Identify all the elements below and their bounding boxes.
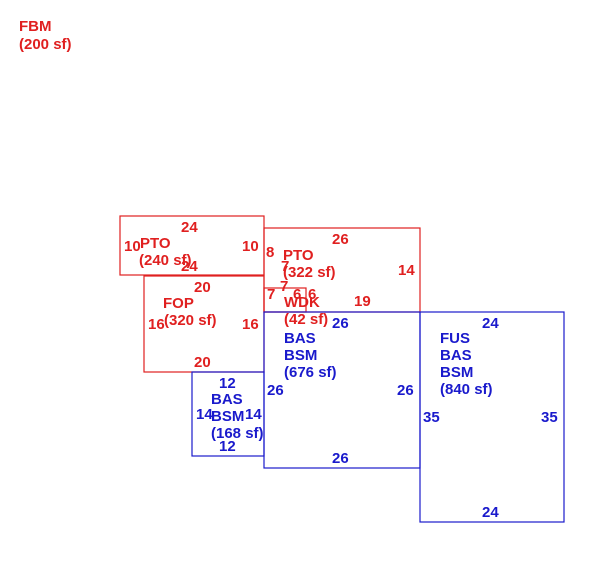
- pto-right-left-lower-dim: 7: [281, 258, 289, 275]
- fus-label-3: BSM: [440, 364, 473, 381]
- fus-right-dim: 35: [541, 409, 558, 426]
- pto-left-area: (240 sf): [139, 252, 192, 269]
- bas-center-right-dim: 26: [397, 382, 414, 399]
- wdk-area: (42 sf): [284, 311, 328, 328]
- bas-center-label-2: BSM: [284, 347, 317, 364]
- fus-left-dim: 35: [423, 409, 440, 426]
- bas-small-label-2: BSM: [211, 408, 244, 425]
- fus-bottom-dim: 24: [482, 504, 499, 521]
- pto-right-left-dim: 8: [266, 244, 274, 261]
- bas-small-label-1: BAS: [211, 391, 243, 408]
- pto-left-label: PTO: [140, 235, 171, 252]
- bas-small-area: (168 sf): [211, 425, 264, 442]
- bas-small-left-dim: 14: [196, 406, 213, 423]
- fus-area: (840 sf): [440, 381, 493, 398]
- pto-right-right-dim: 14: [398, 262, 415, 279]
- bas-small-right-dim: 14: [245, 406, 262, 423]
- wdk-top-left-dim: 6: [293, 286, 301, 303]
- fop-label: FOP: [163, 295, 194, 312]
- pto-left-top-dim: 24: [181, 219, 198, 236]
- pto-right-top-dim: 26: [332, 231, 349, 248]
- legend-fbm-label: FBM: [19, 18, 52, 35]
- bas-center-top-dim: 26: [332, 315, 349, 332]
- wdk-leader-dim: 19: [354, 293, 371, 310]
- fop-area: (320 sf): [164, 312, 217, 329]
- legend-fbm-area: (200 sf): [19, 36, 72, 53]
- bas-center-left-dim: 26: [267, 382, 284, 399]
- bas-center-bottom-dim: 26: [332, 450, 349, 467]
- bas-center-area: (676 sf): [284, 364, 337, 381]
- fus-label-2: BAS: [440, 347, 472, 364]
- bas-small-top-dim: 12: [219, 375, 236, 392]
- fop-left-dim: 16: [148, 316, 165, 333]
- pto-left-bottom-dim: 24: [181, 258, 198, 275]
- wdk-right-dim: 7: [280, 278, 288, 295]
- pto-left-left-dim: 10: [124, 238, 141, 255]
- wdk-label: WDK: [284, 294, 320, 311]
- bas-small-bottom-dim: 12: [219, 438, 236, 455]
- wdk-left-dim: 7: [267, 286, 275, 303]
- pto-left-right-dim: 10: [242, 238, 259, 255]
- pto-right-area: (322 sf): [283, 264, 336, 281]
- fop-right-dim: 16: [242, 316, 259, 333]
- pto-right-label: PTO: [283, 247, 314, 264]
- fus-top-dim: 24: [482, 315, 499, 332]
- bas-center-label-1: BAS: [284, 330, 316, 347]
- wdk-top-right-dim: 6: [308, 286, 316, 303]
- fop-bottom-dim: 20: [194, 354, 211, 371]
- fus-outline: [419, 311, 565, 523]
- fus-label-1: FUS: [440, 330, 470, 347]
- bas-small-outline: [191, 371, 265, 457]
- fop-top-dim: 20: [194, 279, 211, 296]
